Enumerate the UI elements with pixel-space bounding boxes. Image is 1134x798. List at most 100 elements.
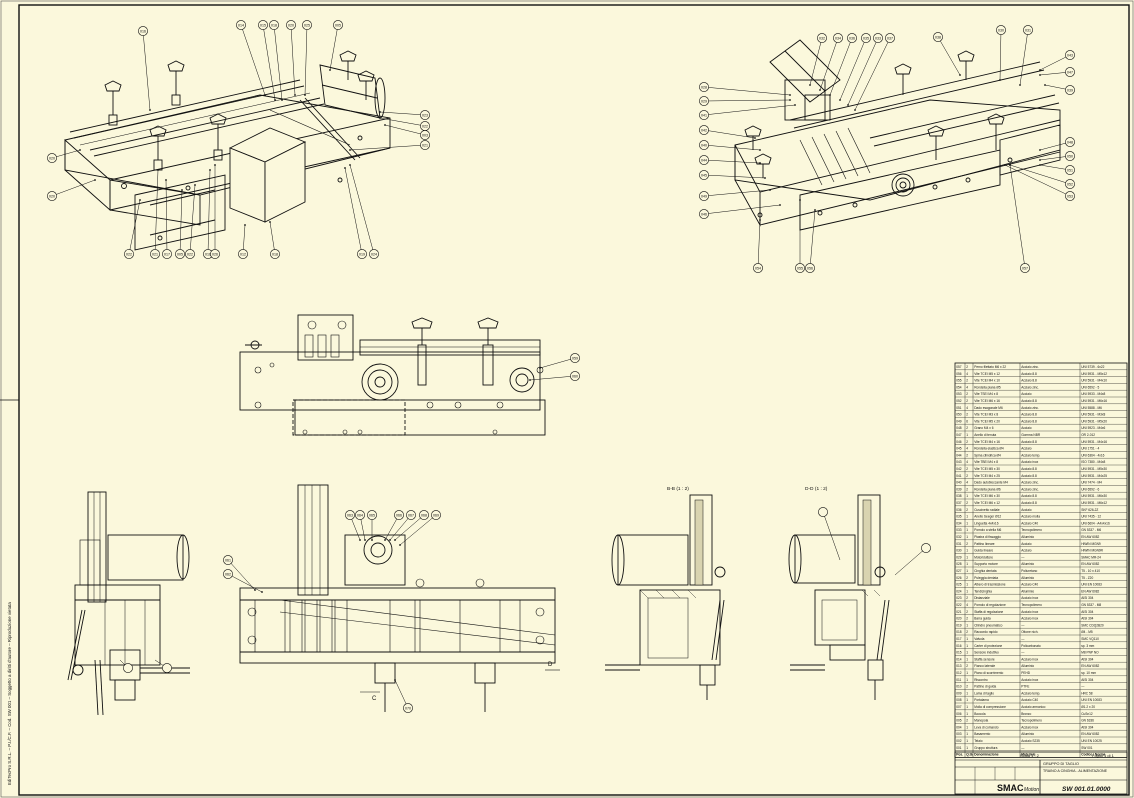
bom-cell: 1 — [966, 583, 968, 587]
balloon: 064 — [355, 510, 366, 541]
bom-cell: Acciaio temp. — [1021, 453, 1040, 457]
bom-cell: Alluminio — [1021, 664, 1034, 668]
bom-cell: 031 — [956, 542, 962, 546]
bom-cell: 1 — [966, 515, 968, 519]
balloon-label: 035 — [863, 36, 869, 40]
bom-cell: 017 — [956, 637, 962, 641]
bom-cell: 040 — [956, 481, 962, 485]
bom-cell: 2 — [966, 487, 968, 491]
bom-cell: Linguetta 4x4x16 — [974, 521, 999, 525]
bom-cell: 4 — [966, 603, 968, 607]
bom-cell: AISI 304 — [1081, 617, 1093, 621]
bom-cell: Vite TCEI M4 x 10 — [974, 379, 1000, 383]
section-bb-label: B-B (1 : 2) — [667, 486, 689, 492]
bom-cell: 045 — [956, 447, 962, 451]
bom-cell: SKF 626-2Z — [1081, 508, 1098, 512]
bom-column-header: Q.tà — [966, 753, 973, 757]
balloon: 026 — [210, 164, 220, 259]
balloon-label: 068 — [421, 513, 427, 517]
bom-cell: UNI 7435 - 12 — [1081, 515, 1101, 519]
bom-cell: Ø4 - M5 — [1081, 630, 1093, 634]
bom-cell: Acciaio 8.8 — [1021, 419, 1037, 423]
bom-cell: 056 — [956, 372, 962, 376]
bom-cell: Perno filettato M6 x 22 — [974, 365, 1006, 369]
bom-cell: UNI 5931 - M4x10 — [1081, 379, 1107, 383]
bom-cell: Telaio — [974, 739, 983, 743]
balloon-label: 031 — [1025, 28, 1031, 32]
bom-cell: 006 — [956, 712, 962, 716]
bom-cell: Acciaio S235 — [1021, 739, 1040, 743]
balloon-label: 065 — [369, 513, 375, 517]
bom-cell: SW 001 — [1081, 746, 1093, 750]
bom-cell: AISI 304 — [1081, 657, 1093, 661]
bom-cell: 2 — [966, 617, 968, 621]
bom-cell: Alluminio — [1021, 535, 1034, 539]
bom-cell: 041 — [956, 474, 962, 478]
title-subtitle: TRAINO A CINGHIA - ALIMENTAZIONE — [1043, 769, 1108, 773]
bom-column-header: Materiale — [1021, 753, 1035, 757]
bom-cell: 1 — [966, 589, 968, 593]
bom-cell: 011 — [956, 678, 961, 682]
bom-cell: Acciaio 8.8 — [1021, 494, 1037, 498]
bom-cell: Acciaio 8.8 — [1021, 372, 1037, 376]
balloon: 020 — [47, 179, 96, 201]
bom-cell: UNI EN 10083 — [1081, 583, 1102, 587]
bom-cell: 050 — [956, 413, 962, 417]
bom-cell: 1 — [966, 433, 968, 437]
bom-cell: 042 — [956, 467, 962, 471]
title-sheet: Foglio 1 di 1 — [1092, 753, 1115, 758]
bom-cell: OR 2-012 — [1081, 433, 1095, 437]
balloon: 040 — [699, 140, 761, 151]
section-view-bb: B-B (1 : 2) — [605, 486, 726, 700]
balloon: 055 — [795, 199, 805, 273]
bom-cell: 1 — [966, 644, 968, 648]
title-scale: Scala 1 : 2 — [1020, 753, 1040, 758]
bom-cell: 1 — [966, 651, 968, 655]
bom-cell: 048 — [956, 426, 962, 430]
bom-cell: 4 — [966, 385, 968, 389]
bom-cell: Acciaio C40 — [1021, 698, 1038, 702]
bom-cell: 038 — [956, 494, 962, 498]
bom-cell: Acciaio 8.8 — [1021, 474, 1037, 478]
bom-cell: 005 — [956, 719, 962, 723]
bom-cell: 1 — [966, 705, 968, 709]
bom-cell: Acciaio — [1021, 392, 1032, 396]
balloon-label: 022 — [422, 124, 428, 128]
balloon-label: 048 — [1067, 140, 1073, 144]
balloon-label: 020 — [288, 23, 294, 27]
balloon: 018 — [269, 221, 280, 259]
bom-cell: 1 — [966, 521, 968, 525]
balloon-label: 020 — [49, 156, 55, 160]
bom-cell: 2 — [966, 426, 968, 430]
balloon: 056 — [805, 209, 816, 273]
bom-cell: Acciaio inox — [1021, 460, 1038, 464]
balloon-label: 016 — [140, 29, 146, 33]
bom-cell: Poliuretano — [1021, 569, 1037, 573]
bom-cell: Vite TCEI M5 x 30 — [974, 467, 1000, 471]
side-view-left — [67, 491, 190, 716]
section-marker-d: D — [548, 662, 553, 668]
bom-cell: Alluminio — [1021, 589, 1034, 593]
balloon-label: 047 — [1067, 70, 1073, 74]
bom-cell: Vite TBEI M4 x 8 — [974, 460, 998, 464]
balloon: 005 — [329, 20, 343, 71]
balloon-label: 063 — [347, 513, 353, 517]
